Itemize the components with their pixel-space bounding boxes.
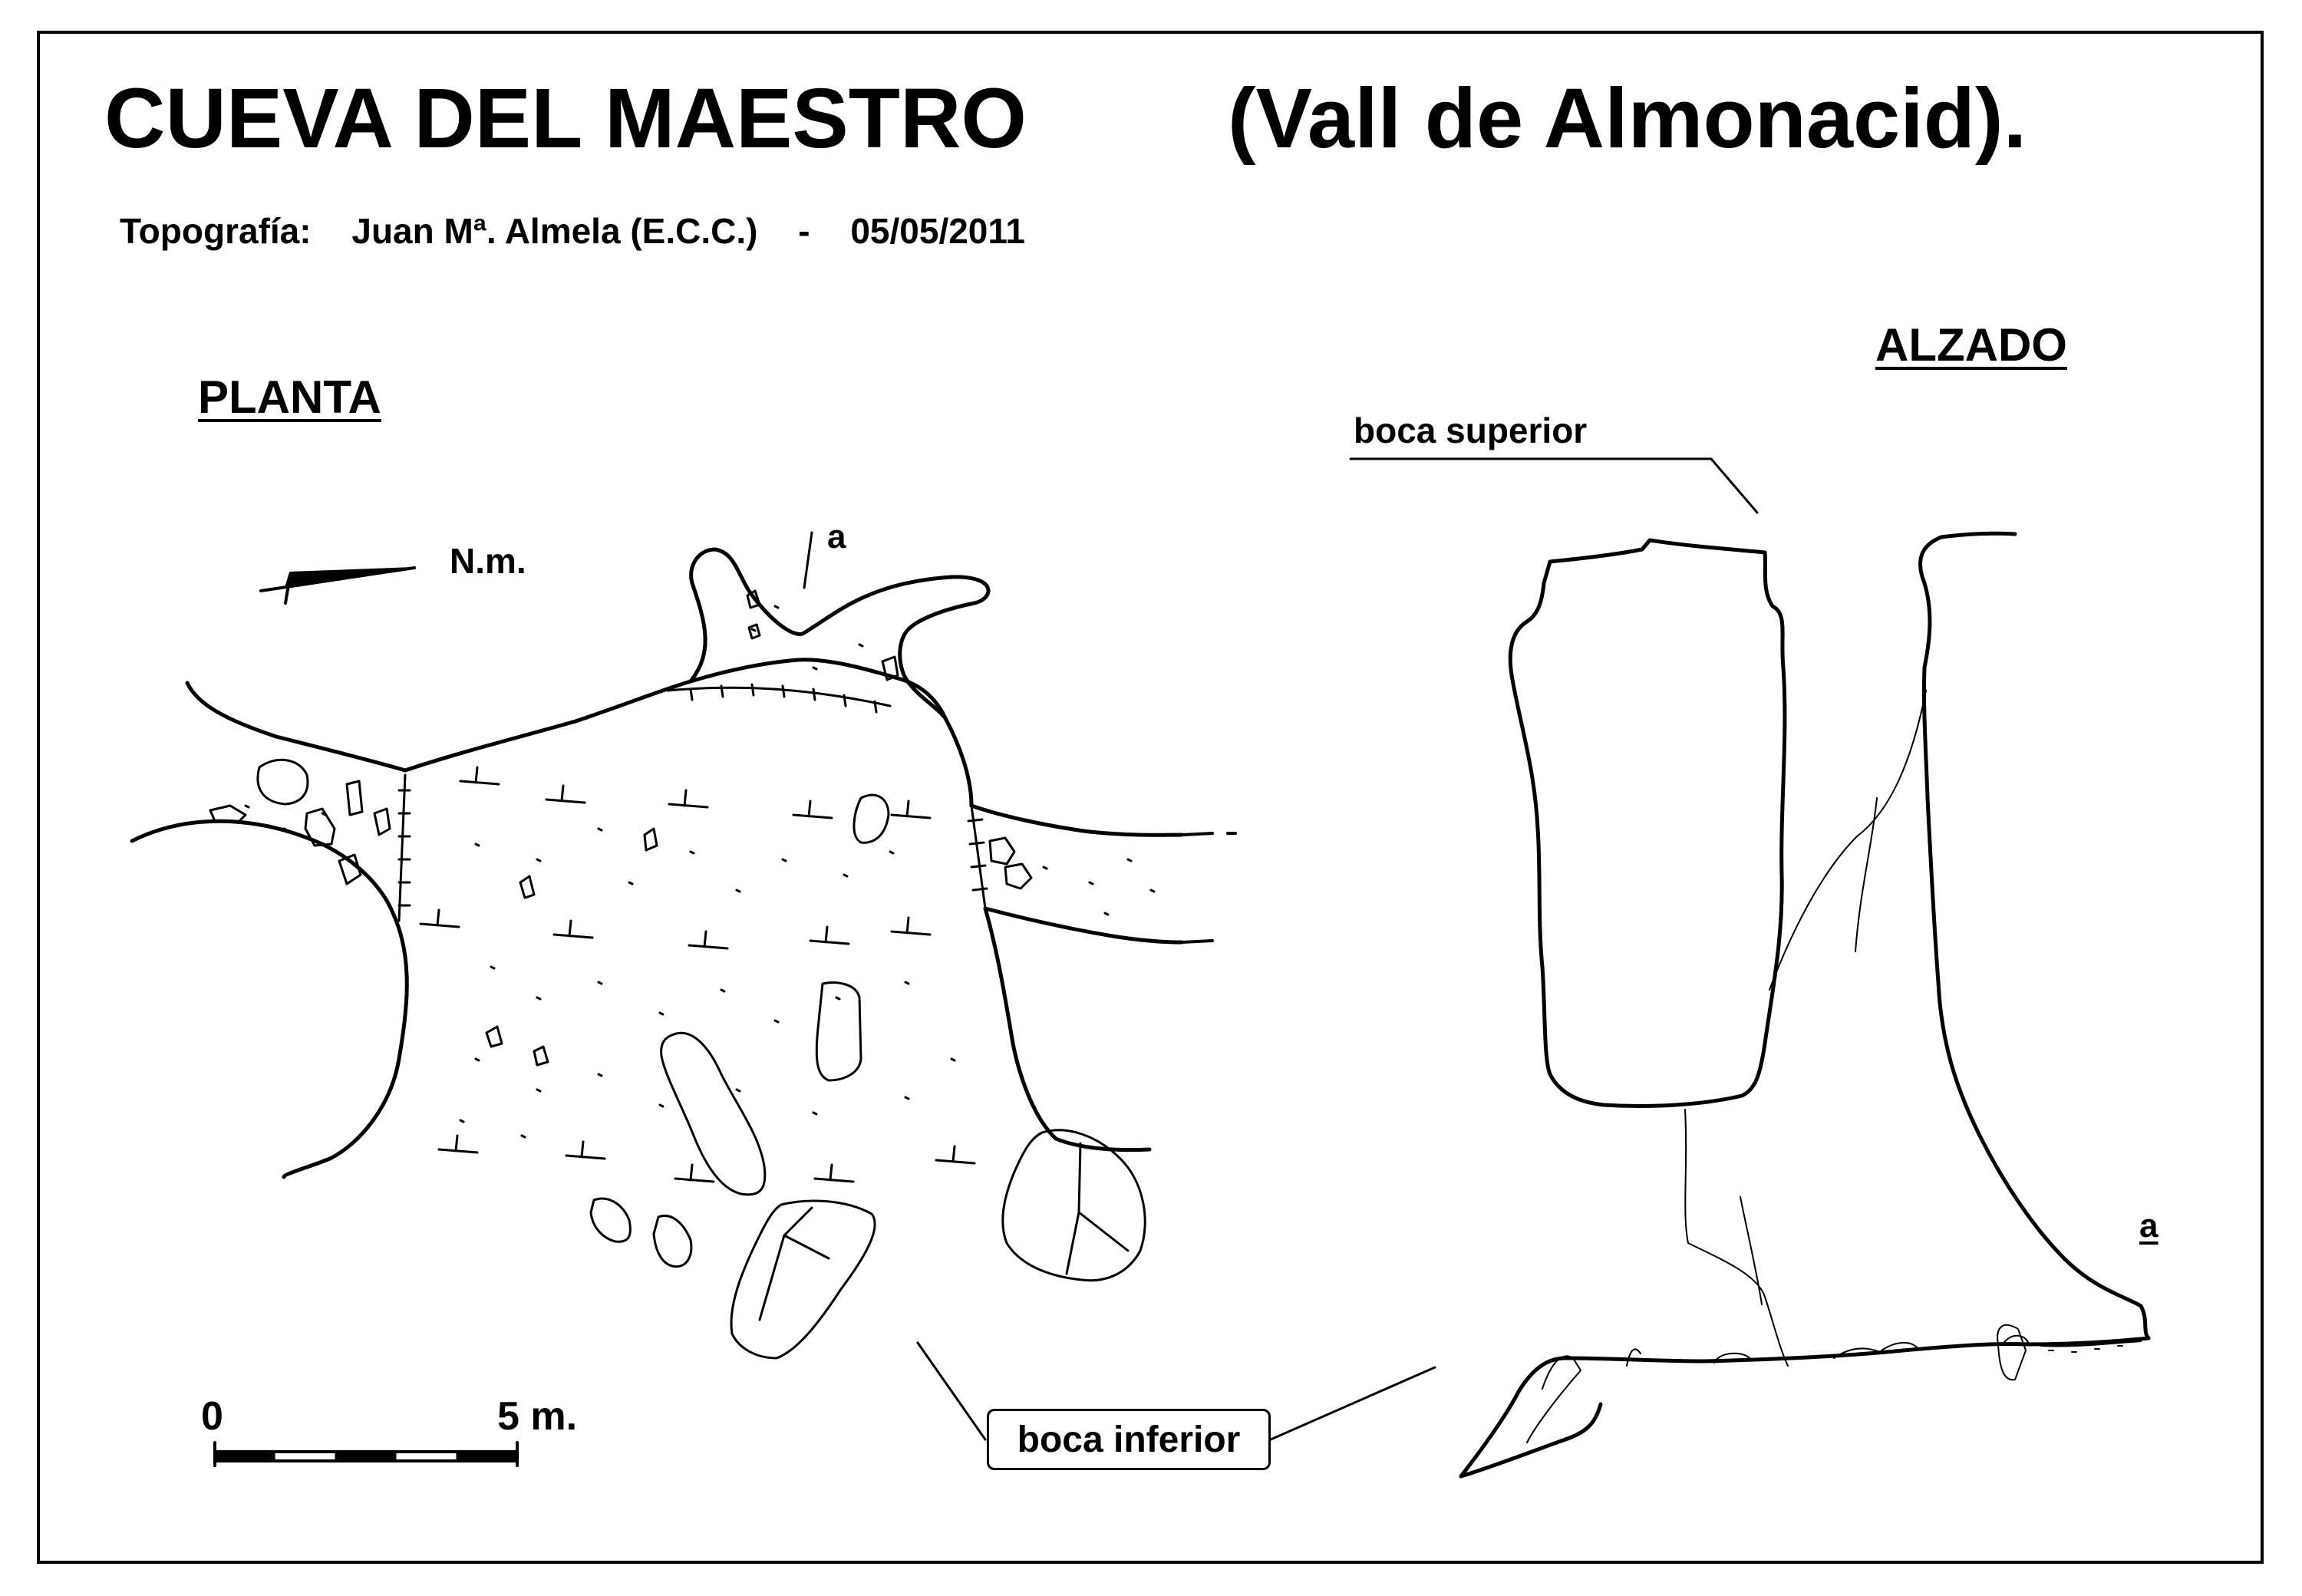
scale-start-label: 0 [201, 1394, 223, 1439]
credit-separator: - [798, 211, 810, 251]
survey-credit: Topografía: Juan Mª. Almela (E.C.C.) - 0… [120, 213, 1056, 249]
scale-bar [213, 1441, 519, 1467]
plan-cave-outline [130, 547, 1237, 1179]
lower-entrance-label: boca inferior [1017, 1419, 1241, 1460]
plan-section-marker: a [827, 518, 846, 556]
north-arrow-icon [259, 566, 416, 605]
north-label: N.m. [450, 541, 526, 581]
map-frame [37, 31, 2264, 1564]
elevation-cave-outline [1459, 531, 2151, 1479]
credit-author: Juan Mª. Almela (E.C.C.) [351, 211, 758, 251]
cave-title: CUEVA DEL MAESTRO [104, 71, 1027, 166]
elevation-detail-lines [1526, 690, 2142, 1443]
plan-boulders [209, 589, 1146, 1360]
lower-entrance-callout: boca inferior [987, 1409, 1271, 1470]
plan-gravel-dots [244, 605, 1156, 1139]
elevation-section-marker: a [2139, 1207, 2159, 1245]
leader-lines [916, 457, 1759, 1441]
plan-step-hatching [397, 683, 988, 922]
upper-entrance-label: boca superior [1354, 411, 1588, 450]
scale-end-label: 5 m. [497, 1394, 578, 1439]
plan-slope-ticks [419, 766, 976, 1183]
plan-label: PLANTA [198, 371, 381, 423]
plan-section-line [803, 531, 813, 589]
elevation-label: ALZADO [1875, 319, 2067, 371]
cave-location: (Vall de Almonacid). [1228, 71, 2027, 166]
credit-label: Topografía: [120, 211, 312, 251]
credit-date: 05/05/2011 [850, 211, 1026, 251]
